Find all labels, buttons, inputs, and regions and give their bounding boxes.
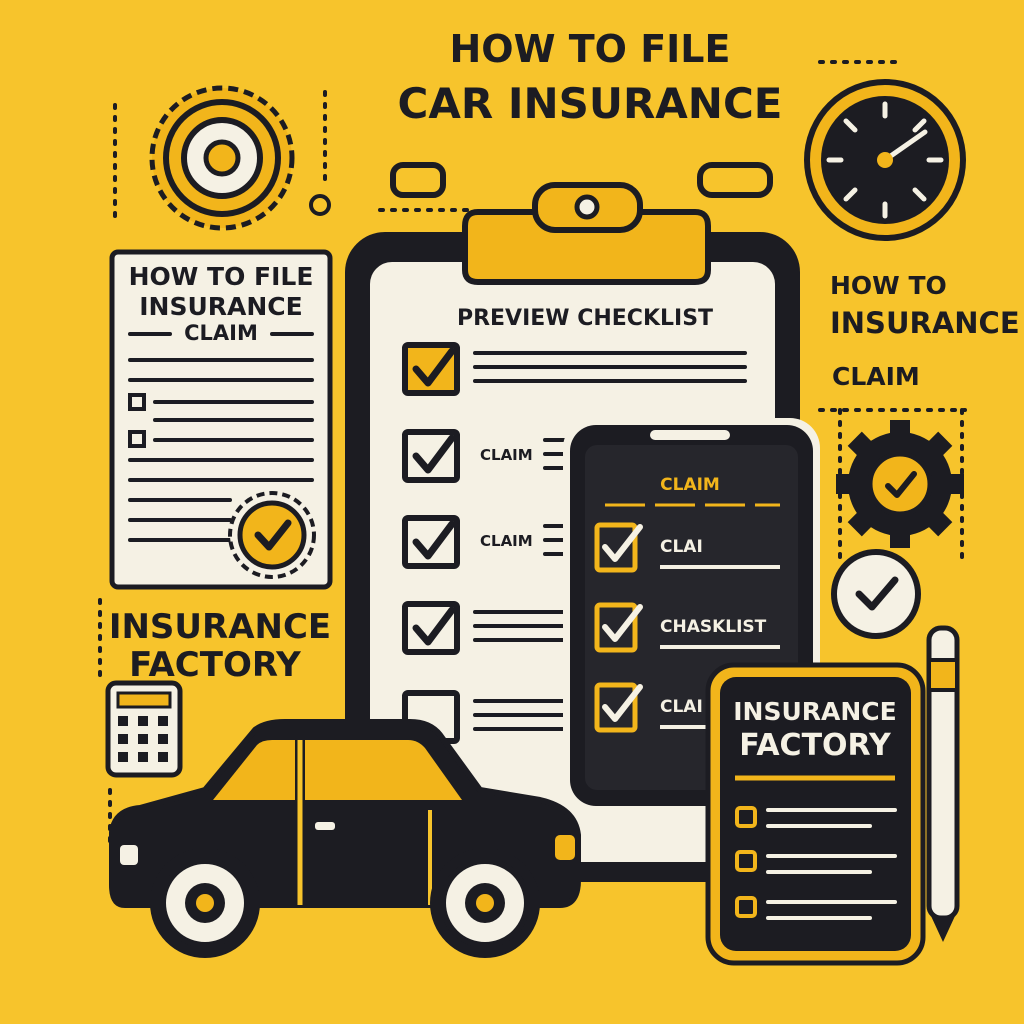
right-caption-line3: CLAIM (832, 362, 920, 391)
checklist-row-label: CLAIM (480, 532, 533, 550)
gear-check-icon (836, 420, 964, 548)
check-circle-icon (831, 549, 921, 639)
gear-icon (149, 85, 295, 231)
phone-checklist-item: CHASKLIST (594, 602, 780, 653)
checklist-title: PREVIEW CHECKLIST (457, 306, 713, 331)
phone-item-label: CLAI (660, 697, 703, 717)
right-caption-line2: INSURANCE (830, 306, 1020, 340)
approval-seal-icon (228, 491, 316, 579)
car-wheel (150, 848, 260, 958)
left-caption-line1: INSURANCE (109, 607, 331, 647)
checkbox-icon (594, 602, 638, 653)
document-title-line3: CLAIM (184, 321, 258, 345)
tablet-title-line2: FACTORY (739, 728, 892, 763)
left-caption-line2: FACTORY (129, 645, 301, 685)
chain-link-icon (390, 162, 773, 198)
checklist-row-label: CLAIM (480, 446, 533, 464)
right-caption: HOW TO INSURANCE CLAIM (830, 271, 1020, 391)
insurance-tablet: INSURANCE FACTORY (705, 662, 926, 966)
checkbox-icon (594, 522, 638, 573)
right-caption-line1: HOW TO (830, 271, 947, 300)
checkmark-icon (412, 347, 456, 387)
header-title-line2: CAR INSURANCE (398, 79, 783, 128)
clock-icon (804, 79, 966, 241)
document-title-line2: INSURANCE (139, 292, 302, 321)
phone-checklist-item: CLAI (594, 522, 780, 573)
header-title-line1: HOW TO FILE (450, 27, 731, 71)
phone-speaker (650, 430, 730, 440)
left-caption: INSURANCE FACTORY (109, 607, 331, 685)
tablet-checklist (735, 806, 897, 920)
checkbox-icon (128, 430, 146, 448)
car-wheel (430, 848, 540, 958)
checkmark-icon (602, 524, 643, 562)
document-title-line1: HOW TO FILE (129, 262, 314, 291)
phone-item-label: CHASKLIST (660, 617, 767, 637)
phone-item-label: CLAI (660, 537, 703, 557)
checkmark-icon (412, 606, 456, 646)
header-title: HOW TO FILE CAR INSURANCE (398, 27, 783, 128)
tablet-title-line1: INSURANCE (733, 697, 896, 726)
claim-document: HOW TO FILE INSURANCE CLAIM (109, 249, 333, 590)
car-illustration (109, 719, 581, 958)
calculator-icon (105, 680, 183, 778)
checkmark-icon (412, 434, 456, 474)
checkmark-icon (412, 520, 456, 560)
checkbox-icon (594, 682, 638, 733)
checkmark-icon (602, 684, 643, 722)
checkmark-icon (602, 604, 643, 642)
pen-icon (926, 625, 960, 942)
checkbox-icon (128, 393, 146, 411)
checklist-row (402, 342, 747, 396)
phone-header: CLAIM (660, 475, 720, 495)
